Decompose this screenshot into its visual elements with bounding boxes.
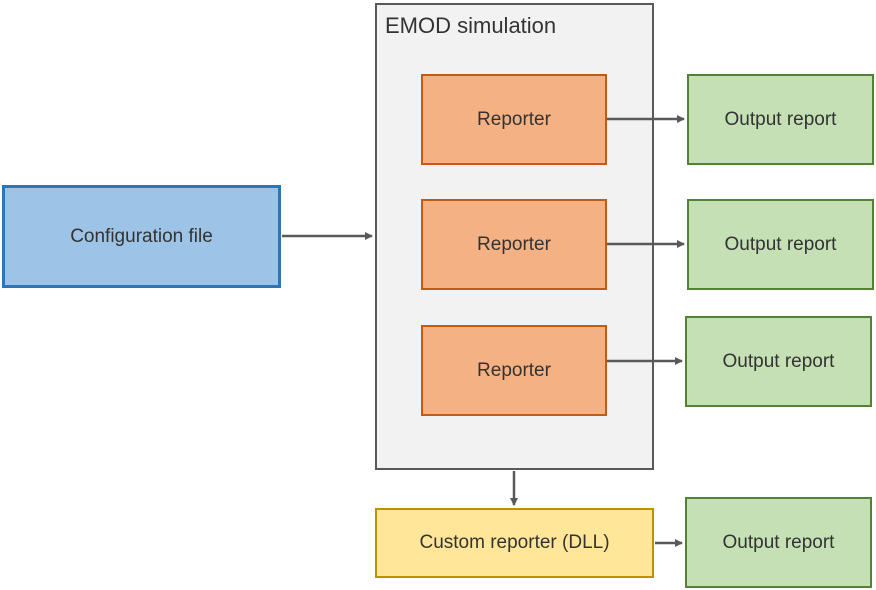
reporter-label-3: Reporter bbox=[477, 359, 551, 381]
emod-simulation-title: EMOD simulation bbox=[385, 13, 557, 38]
output-report-label-4: Output report bbox=[722, 531, 835, 553]
output-report-box-3: Output report bbox=[685, 316, 872, 407]
output-report-box-1: Output report bbox=[687, 74, 874, 165]
custom-reporter-label: Custom reporter (DLL) bbox=[419, 532, 610, 553]
reporter-label-2: Reporter bbox=[477, 233, 551, 255]
configuration-file-label: Configuration file bbox=[70, 225, 213, 247]
reporter-box-3: Reporter bbox=[421, 325, 607, 416]
reporter-box-2: Reporter bbox=[421, 199, 607, 290]
reporter-box-1: Reporter bbox=[421, 74, 607, 165]
configuration-file-box: Configuration file bbox=[2, 185, 281, 288]
output-report-label-3: Output report bbox=[722, 350, 835, 372]
custom-reporter-box: Custom reporter (DLL) bbox=[375, 508, 654, 578]
output-report-box-2: Output report bbox=[687, 199, 874, 290]
output-report-label-2: Output report bbox=[724, 233, 837, 255]
reporter-label-1: Reporter bbox=[477, 108, 551, 130]
output-report-box-4: Output report bbox=[685, 497, 872, 588]
output-report-label-1: Output report bbox=[724, 108, 837, 130]
